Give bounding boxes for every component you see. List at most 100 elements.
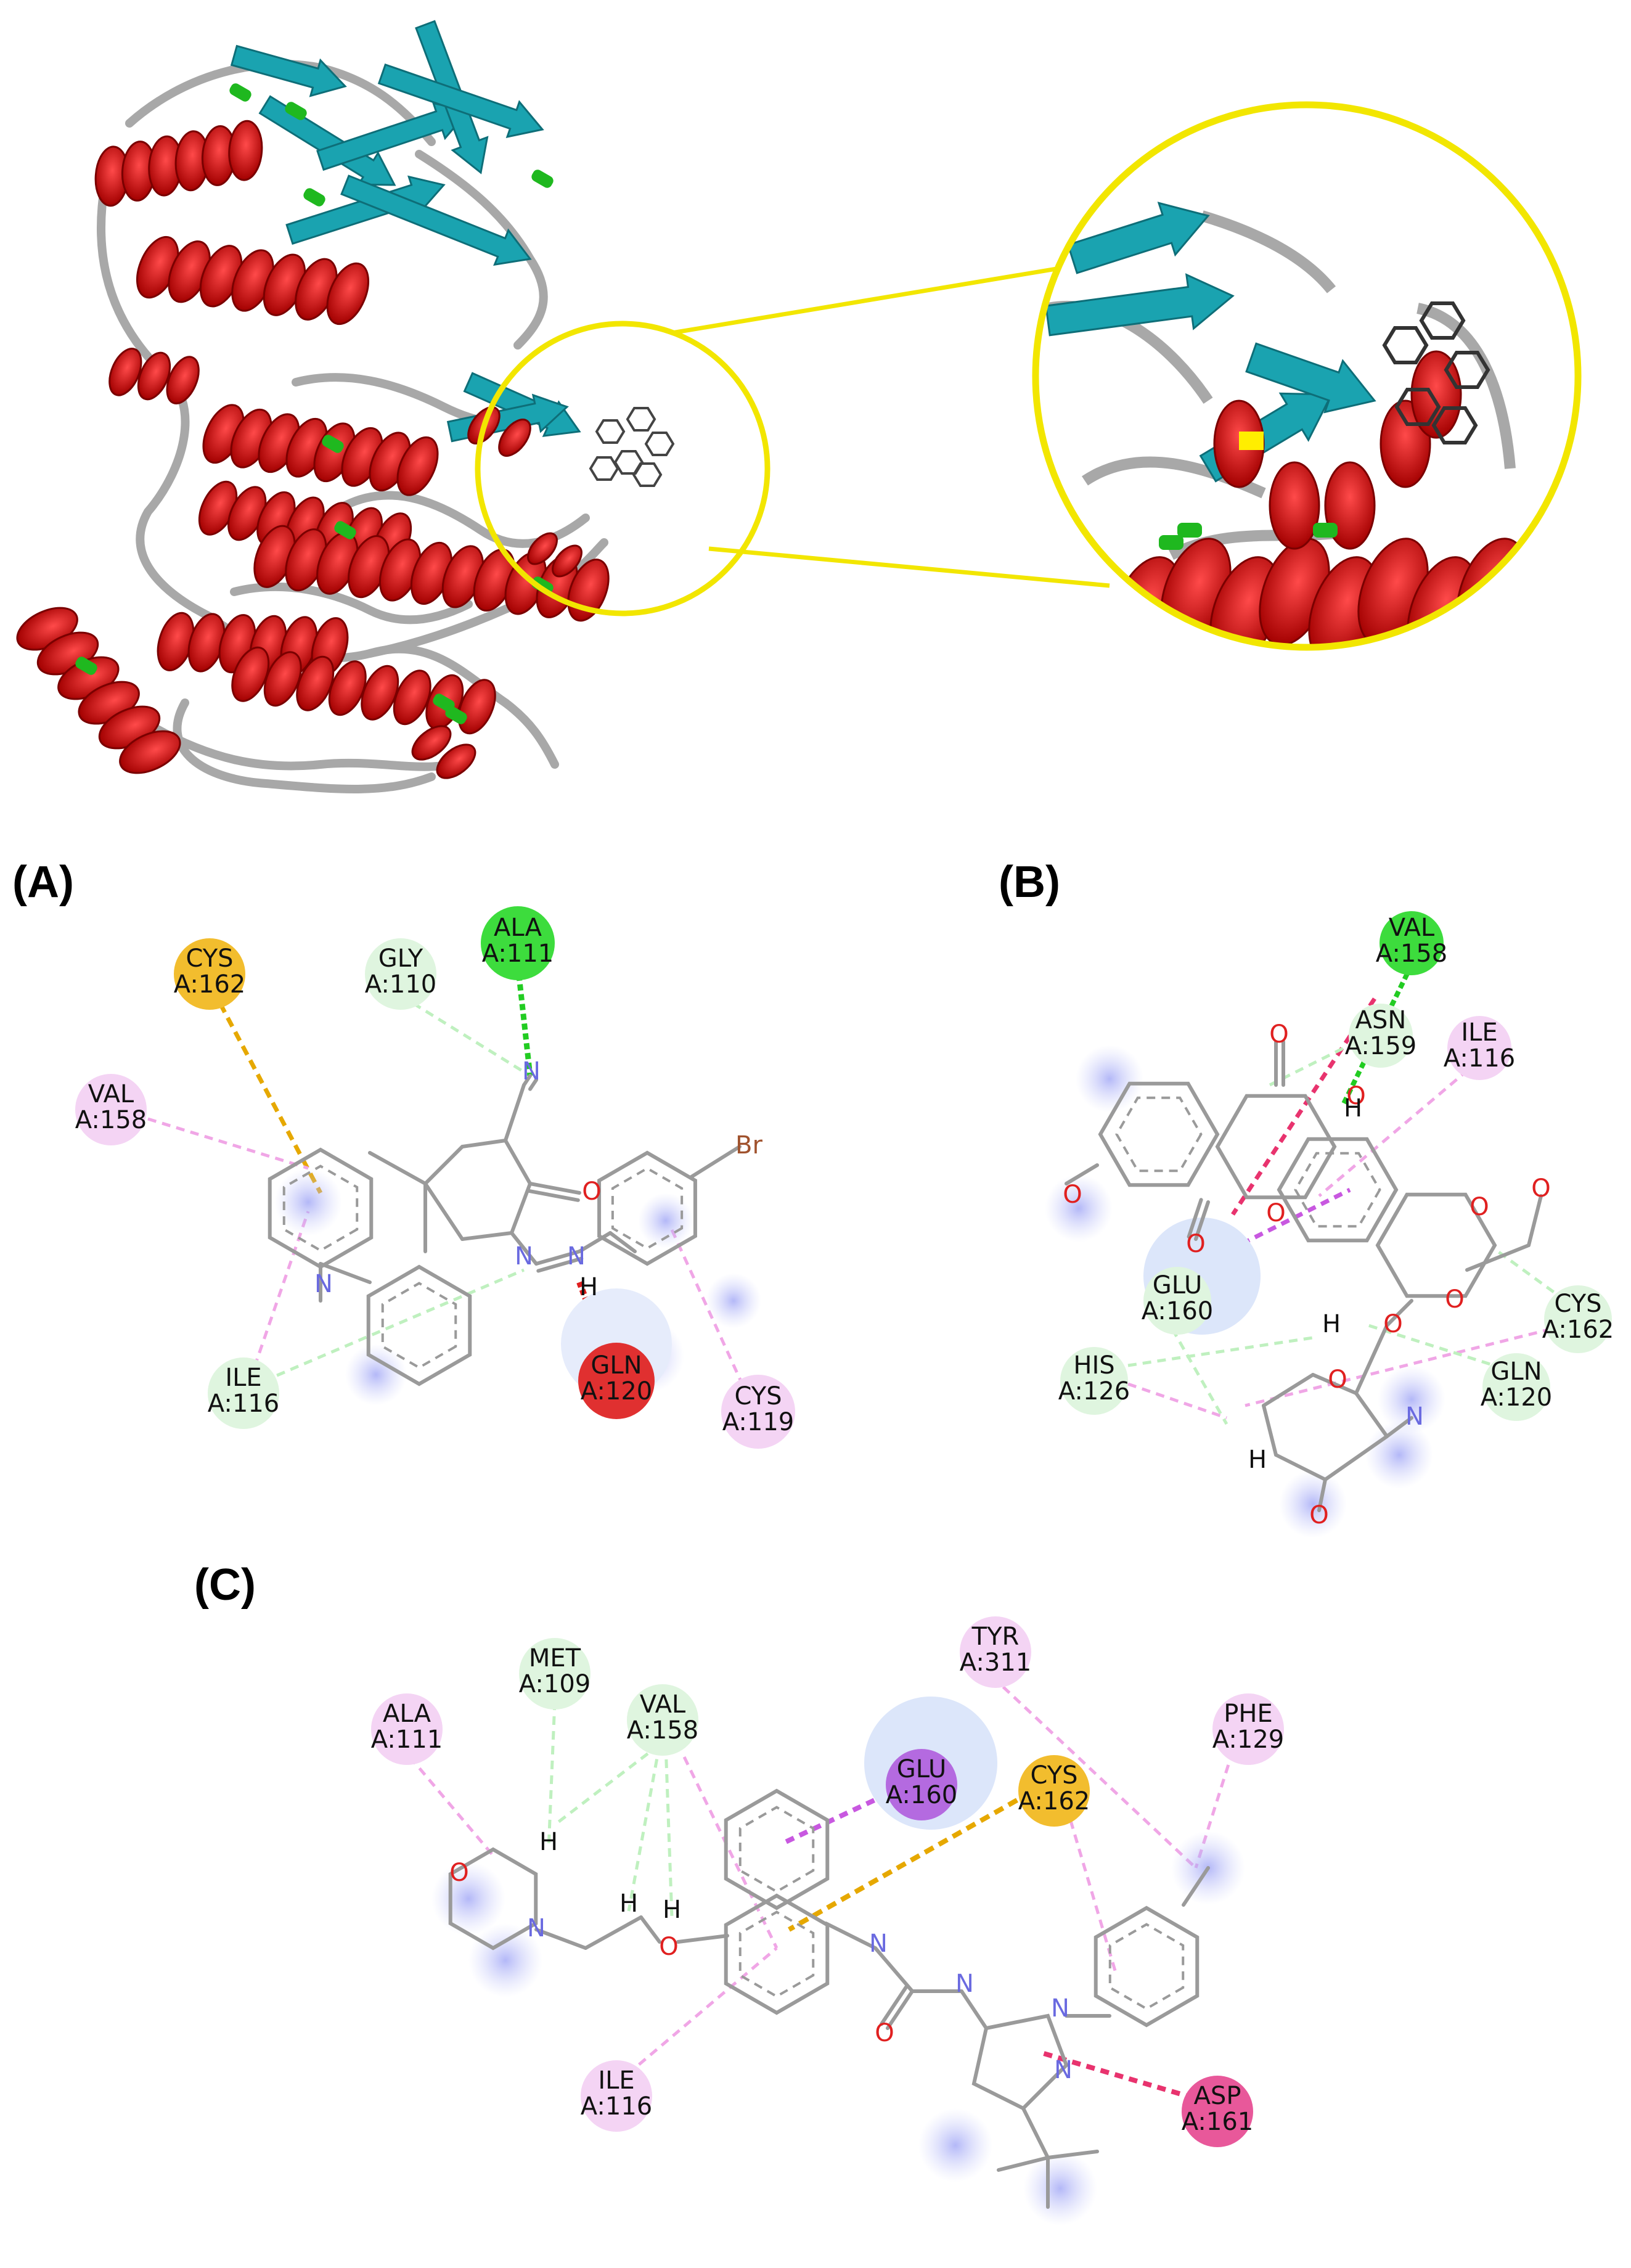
bond <box>578 1231 612 1253</box>
residue-number: A:158 <box>1376 940 1447 968</box>
helix-turn <box>263 651 302 707</box>
ligand-ring <box>1444 351 1490 389</box>
hbond-line <box>1341 964 1414 1105</box>
coil-segment <box>1200 210 1336 293</box>
alkyl-line <box>1245 1324 1566 1407</box>
bond <box>1194 1200 1210 1241</box>
coil-segment <box>97 181 214 621</box>
pi-anion-line <box>1231 997 1376 1216</box>
residue-name: VAL <box>88 1080 134 1108</box>
residue-name: ALA <box>383 1700 431 1728</box>
residue-disc <box>174 938 245 1010</box>
ring-bond <box>366 1264 472 1386</box>
turn-segment <box>1313 523 1338 538</box>
pi-sigma-line <box>782 1791 889 1846</box>
helix-turn <box>552 544 582 578</box>
bond <box>460 1231 513 1241</box>
residue-disc <box>1544 1285 1612 1353</box>
bond <box>1527 1194 1543 1247</box>
atom-label: N <box>522 1057 541 1086</box>
bond <box>1323 1435 1389 1481</box>
pi-sulfur-line <box>788 1798 1018 1932</box>
residue-number: A:116 <box>581 2092 652 2121</box>
aromatic-indicator <box>381 1282 457 1369</box>
helix-turn <box>166 356 200 404</box>
ligand-ring <box>589 456 619 481</box>
helix-turn <box>231 646 270 702</box>
residue-number: A:126 <box>1058 1377 1130 1406</box>
atom-label: H <box>579 1273 598 1301</box>
solvent-halo <box>345 1344 407 1406</box>
atom-label: Br <box>735 1131 762 1160</box>
residue-number: A:119 <box>722 1408 794 1436</box>
atom-label: N <box>515 1242 533 1271</box>
atom-label: O <box>1063 1181 1082 1209</box>
atom-label: H <box>1344 1094 1362 1123</box>
ring-bond <box>448 1847 538 1951</box>
residue-disc <box>1447 1016 1511 1080</box>
residue-number: A:162 <box>174 970 245 999</box>
bond <box>423 1145 464 1185</box>
bond <box>423 1182 464 1241</box>
bond <box>1385 1416 1413 1438</box>
solvent-halo <box>638 1193 693 1248</box>
carbon-hbond-line <box>547 1701 557 1850</box>
bond <box>1354 1324 1389 1395</box>
turn-segment <box>75 657 97 675</box>
turn-segment <box>531 170 554 188</box>
residue-disc <box>1143 1267 1211 1335</box>
alkyl-line <box>1318 1059 1481 1197</box>
carbon-hbond-line <box>627 1744 661 1912</box>
bond <box>1311 1373 1358 1395</box>
atom-label: O <box>1309 1501 1328 1529</box>
docked-ligand <box>589 407 675 487</box>
residue-number: A:161 <box>1182 2108 1253 2136</box>
atom-label: O <box>659 1933 678 1961</box>
bond <box>510 1182 532 1235</box>
residue-name: GLY <box>378 944 423 973</box>
residue-name: VAL <box>1389 914 1435 942</box>
residue-disc <box>627 1684 698 1756</box>
ligand-ring <box>626 407 656 432</box>
carbon-hbond-line <box>249 1268 525 1389</box>
bond <box>526 1189 580 1202</box>
residue-disc <box>371 1693 443 1765</box>
residue-name: GLN <box>1490 1357 1542 1386</box>
aromatic-indicator <box>738 1910 815 1998</box>
alkyl-line <box>409 1756 494 1857</box>
helix-turn <box>228 120 263 181</box>
residue-disc <box>1060 1347 1128 1415</box>
turn-segment <box>445 706 467 724</box>
bond <box>886 1989 914 2030</box>
alkyl-line <box>991 1676 1197 1869</box>
atom-label: H <box>619 1889 638 1918</box>
bond <box>510 1231 538 1266</box>
